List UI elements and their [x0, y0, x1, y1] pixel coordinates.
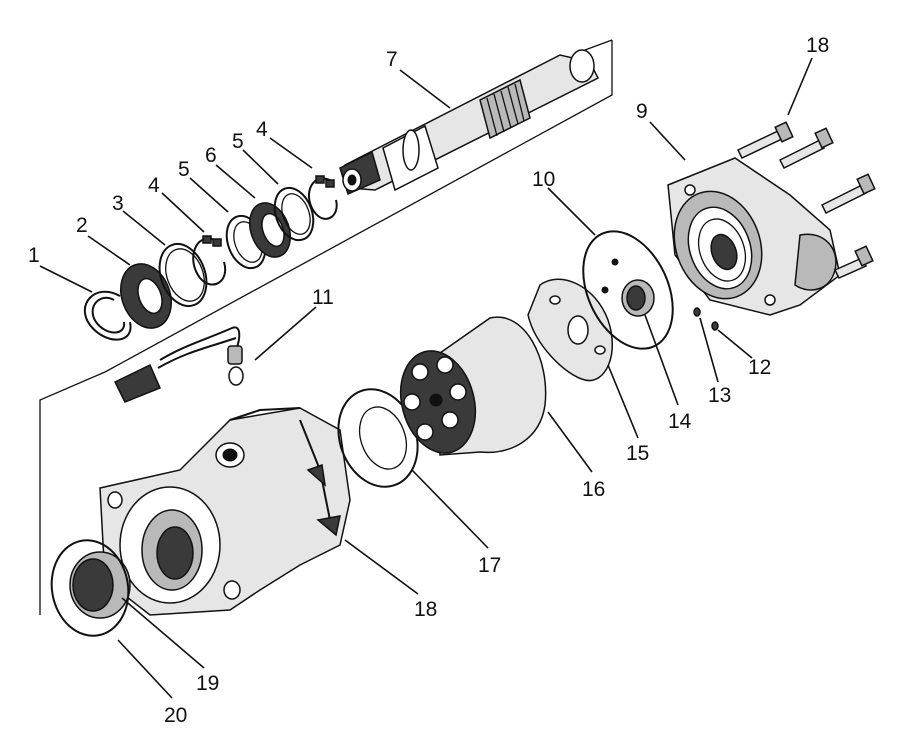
callout-18b: 18: [414, 598, 437, 621]
callout-7: 7: [386, 48, 398, 71]
callout-14: 14: [668, 410, 692, 433]
snap-ring-part-4b: [307, 175, 338, 220]
ring-part-1: [83, 290, 132, 341]
callout-17: 17: [478, 554, 501, 577]
callout-12: 12: [748, 356, 771, 379]
seal-part-19: [69, 551, 131, 619]
leader-lines: [39, 57, 813, 699]
ring-part-3: [158, 243, 208, 307]
snap-ring-part-4a: [192, 235, 227, 286]
callout-11: 11: [312, 286, 334, 309]
callout-3: 3: [112, 192, 124, 215]
callout-5b: 5: [232, 130, 244, 153]
callout-4b: 4: [256, 118, 268, 141]
bolts-part-18: [736, 121, 876, 279]
callout-18a: 18: [806, 34, 829, 57]
callout-6: 6: [205, 144, 217, 167]
bolt-3: [820, 173, 876, 215]
callout-16: 16: [582, 478, 605, 501]
dowel-part-13: [693, 307, 701, 317]
bearing-part-14: [621, 279, 655, 317]
bolt-2: [778, 127, 834, 170]
callout-19: 19: [196, 672, 219, 695]
callout-13: 13: [708, 384, 731, 407]
guide-lines: [39, 39, 613, 615]
o-ring-part-20: [50, 539, 130, 637]
seal-part-6: [248, 202, 292, 258]
callout-4: 4: [148, 174, 160, 197]
callout-labels: 1 2 3 4 5 6 5 4 7 9 18 10 11 12 13 14 15…: [28, 34, 829, 727]
motor-housing: [99, 407, 351, 616]
callout-2: 2: [76, 214, 88, 237]
bolt-4: [833, 245, 874, 279]
callout-10: 10: [532, 168, 555, 191]
seal-part-2: [120, 263, 172, 329]
rotating-group-part-16: [399, 316, 547, 456]
sensor-harness-part-11: [113, 326, 244, 403]
gasket-part-10: [582, 230, 674, 350]
callout-5: 5: [178, 158, 190, 181]
callout-20: 20: [164, 704, 187, 727]
callout-1: 1: [28, 244, 40, 267]
dowel-part-12: [711, 321, 719, 331]
callout-9: 9: [636, 100, 648, 123]
shaft-part-7: [339, 49, 600, 196]
callout-15: 15: [626, 442, 649, 465]
bolt-1: [736, 121, 794, 159]
end-cap-part-9: [667, 157, 841, 316]
